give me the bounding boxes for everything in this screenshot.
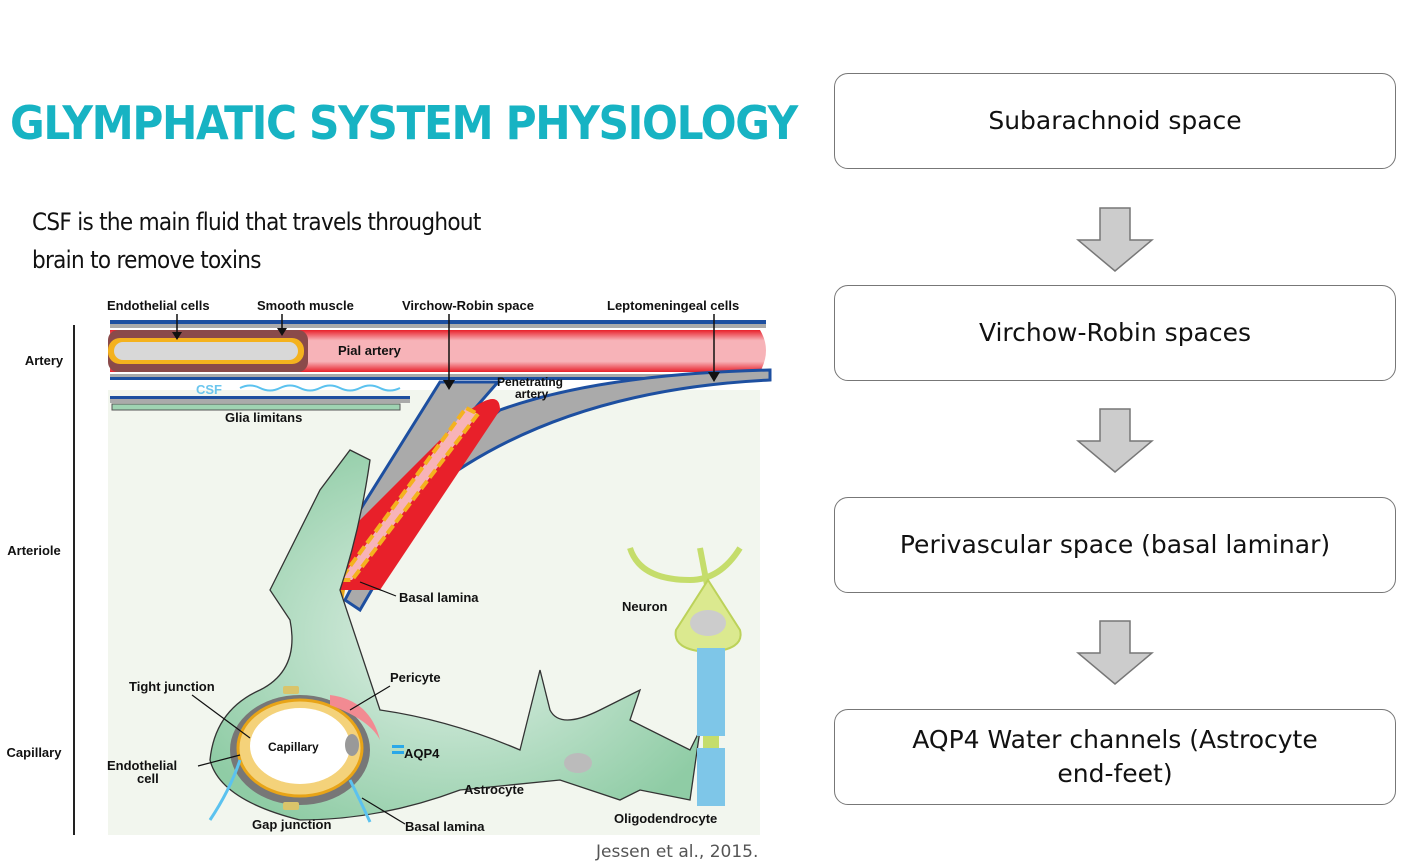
pial-artery [108,320,766,380]
astrocyte-label: Astrocyte [464,782,524,797]
penetrating-artery [308,368,772,690]
aqp4-label: AQP4 [404,746,440,761]
virchow-robin-label: Virchow-Robin space [402,298,534,313]
flow-step-perivascular: Perivascular space (basal laminar) [834,497,1396,593]
basal-lamina-label-top: Basal lamina [399,590,479,605]
flow-step-subarachnoid: Subarachnoid space [834,73,1396,169]
oligodendrocyte-label: Oligodendrocyte [614,811,717,826]
flow-step-label: Virchow-Robin spaces [978,318,1252,347]
endothelial-cells-label: Endothelial cells [107,298,210,313]
level-label-arteriole: Arteriole [7,543,60,558]
tight-junction-label: Tight junction [129,679,215,694]
capillary [208,686,404,823]
down-arrow-icon [1076,620,1154,685]
smooth-muscle-label: Smooth muscle [257,298,354,313]
glia-limitans [111,403,401,411]
neuron-label: Neuron [622,599,668,614]
citation: Jessen et al., 2015. [596,842,759,862]
flow-step-label: AQP4 Water channels (Astrocyte end-feet) [912,725,1318,788]
oligodendrocyte [697,648,725,806]
flow-step-label: Subarachnoid space [988,106,1242,135]
endothelial-cell-label-1: Endothelial [107,758,177,773]
glymphatic-diagram: Artery Arteriole Capillary Pial artery C… [0,290,780,850]
slide-subtitle: CSF is the main fluid that travels throu… [32,208,481,274]
astrocyte-nucleus [564,753,592,773]
flow-step-virchow-robin: Virchow-Robin spaces [834,285,1396,381]
leptomeningeal-label: Leptomeningeal cells [607,298,739,313]
level-label-capillary: Capillary [7,745,63,760]
pial-artery-label: Pial artery [338,343,402,358]
pericyte-label: Pericyte [390,670,441,685]
csf-label: CSF [196,382,222,397]
flow-step-aqp4: AQP4 Water channels (Astrocyte end-feet) [834,709,1396,805]
level-label-artery: Artery [25,353,64,368]
endothelial-cell-label-2: cell [137,771,159,786]
penetrating-artery-label-2: artery [515,387,549,401]
slide-title: GLYMPHATIC SYSTEM PHYSIOLOGY [10,96,798,150]
down-arrow-icon [1076,408,1154,473]
gap-junction-label: Gap junction [252,817,332,832]
csf-flow [239,384,401,392]
penetrating-artery-label-1: Penetrating [497,375,563,389]
glia-limitans-label: Glia limitans [225,410,302,425]
flow-step-label: Perivascular space (basal laminar) [899,530,1331,559]
down-arrow-icon [1076,207,1154,272]
basal-lamina-label-bottom: Basal lamina [405,819,485,834]
capillary-label: Capillary [268,740,319,754]
